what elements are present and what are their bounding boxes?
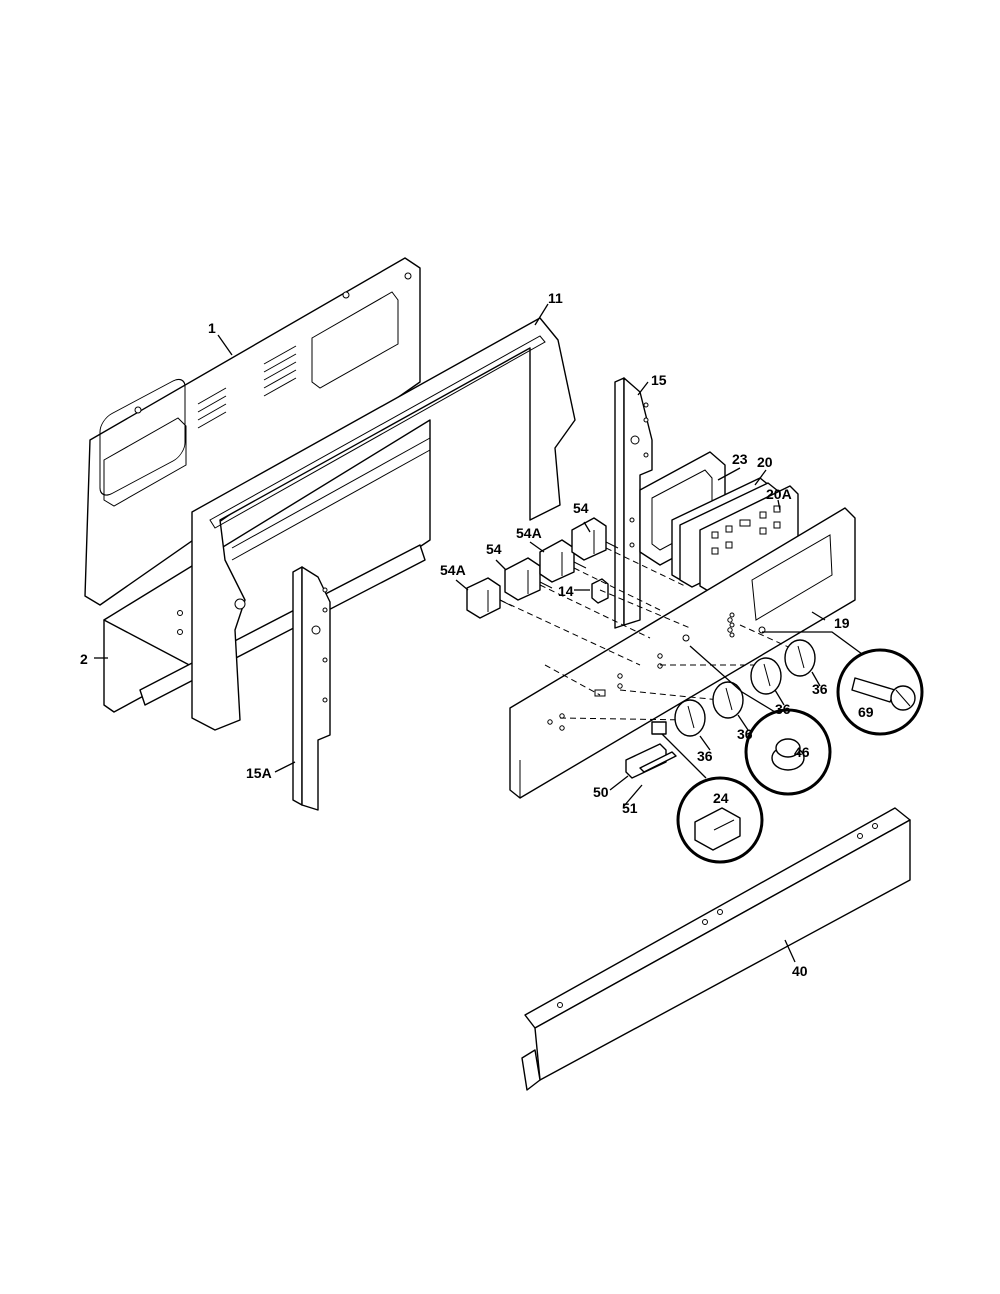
knob-36-c <box>750 657 782 695</box>
part-15A-left-rail <box>292 566 331 811</box>
part-50-switch-cover <box>625 743 667 779</box>
part-54-switch-lower <box>504 557 553 601</box>
label-20A: 20A <box>766 486 792 502</box>
label-36-d: 36 <box>812 681 828 697</box>
label-54-upper: 54 <box>573 500 589 516</box>
label-24: 24 <box>713 790 729 806</box>
knob-36-d <box>784 639 816 677</box>
label-46: 46 <box>794 744 810 760</box>
callout-24 <box>676 776 764 864</box>
label-15A: 15A <box>246 765 272 781</box>
callout-46 <box>744 708 832 796</box>
label-19: 19 <box>834 615 850 631</box>
label-15: 15 <box>651 372 667 388</box>
callout-69 <box>836 648 924 736</box>
knob-36-a <box>674 699 706 737</box>
label-20: 20 <box>757 454 773 470</box>
label-36-b: 36 <box>737 726 753 742</box>
label-54-lower: 54 <box>486 541 502 557</box>
label-51: 51 <box>622 800 638 816</box>
part-40-lower-trim <box>521 807 911 1091</box>
part-1-rear-panel <box>84 257 421 606</box>
screw-set <box>682 612 766 642</box>
label-69: 69 <box>858 704 874 720</box>
part-51-trim-strip <box>639 751 677 773</box>
assembly-lines <box>499 547 796 721</box>
label-50: 50 <box>593 784 609 800</box>
label-14: 14 <box>558 583 574 599</box>
part-54A-switch-upper <box>539 539 587 583</box>
label-11: 11 <box>548 290 563 306</box>
part-labels: 1 2 11 14 15 15A 19 20 20A 23 24 36 36 3… <box>80 290 874 979</box>
callout-connectors <box>661 631 863 779</box>
label-40: 40 <box>792 963 808 979</box>
label-2: 2 <box>80 651 88 667</box>
label-36-a: 36 <box>697 748 713 764</box>
label-1: 1 <box>208 320 216 336</box>
knob-36-b <box>712 681 744 719</box>
part-11-top-frame <box>191 317 576 731</box>
label-54A-upper: 54A <box>516 525 542 541</box>
part-switch-connector <box>651 721 667 735</box>
part-19-control-panel <box>509 507 856 799</box>
label-leaders <box>94 303 826 963</box>
part-14-small-switch <box>591 578 609 604</box>
label-23: 23 <box>732 451 748 467</box>
label-54A-lower: 54A <box>440 562 466 578</box>
label-36-c: 36 <box>775 701 791 717</box>
part-54-switch-upper <box>571 517 619 561</box>
